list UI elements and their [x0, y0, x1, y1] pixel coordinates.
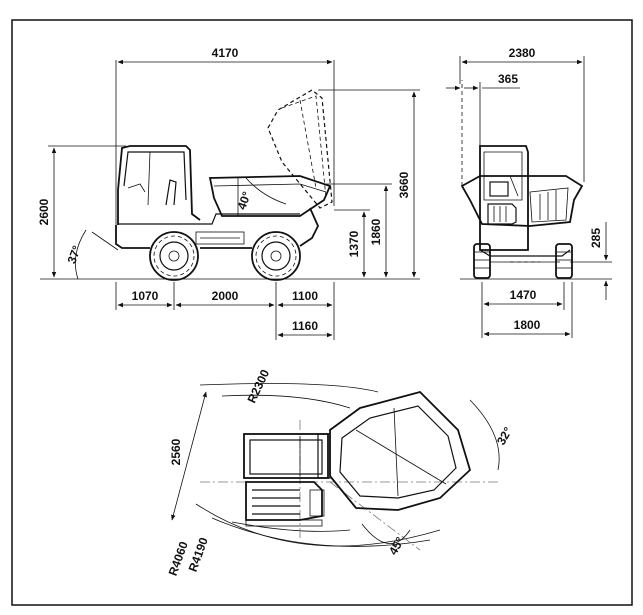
label-approach-angle: 37°	[65, 244, 84, 266]
label-total-height: 2600	[37, 198, 51, 225]
label-swivel-length: 2560	[169, 438, 183, 465]
rear-wheel	[251, 231, 301, 281]
front-view: 2380 365 285 1470 1800	[446, 46, 612, 338]
label-front-overhang: 1070	[132, 289, 159, 303]
top-skip	[329, 390, 472, 511]
front-left-wheel	[473, 243, 491, 279]
drawing-border	[11, 19, 633, 606]
label-body-width: 1800	[514, 318, 541, 332]
label-height-tipped: 3660	[397, 171, 411, 198]
label-dump-clearance: 1370	[347, 230, 361, 257]
label-ground-clearance: 285	[589, 228, 603, 248]
label-outer-radius-2: R4190	[186, 535, 211, 573]
cab	[117, 145, 201, 225]
label-discharge-reach: 1160	[292, 319, 318, 333]
label-overall-length: 4170	[212, 46, 239, 60]
label-outer-radius-1: R4060	[166, 539, 191, 577]
top-view: R2300 R4060 R4190 2560 32° 45°	[166, 367, 516, 578]
front-right-wheel	[555, 243, 573, 279]
side-view: 4170 2600 3660 1860 1370 1070 2000 1100 …	[37, 46, 420, 340]
top-engine	[245, 481, 325, 527]
chassis	[115, 207, 319, 249]
label-track-width: 1470	[510, 288, 537, 302]
skip-lowered	[208, 175, 332, 217]
label-overall-width: 2380	[509, 46, 536, 60]
front-wheel	[149, 231, 199, 281]
label-inner-radius: R2300	[245, 367, 273, 405]
label-rear-overhang: 1100	[292, 289, 318, 303]
top-chassis	[243, 433, 331, 479]
label-wheelbase: 2000	[212, 289, 239, 303]
label-tip-angle: 40°	[235, 190, 254, 212]
label-skip-offset: 365	[498, 72, 518, 86]
skip-tipped	[267, 89, 333, 209]
label-discharge-height: 1860	[369, 218, 383, 245]
